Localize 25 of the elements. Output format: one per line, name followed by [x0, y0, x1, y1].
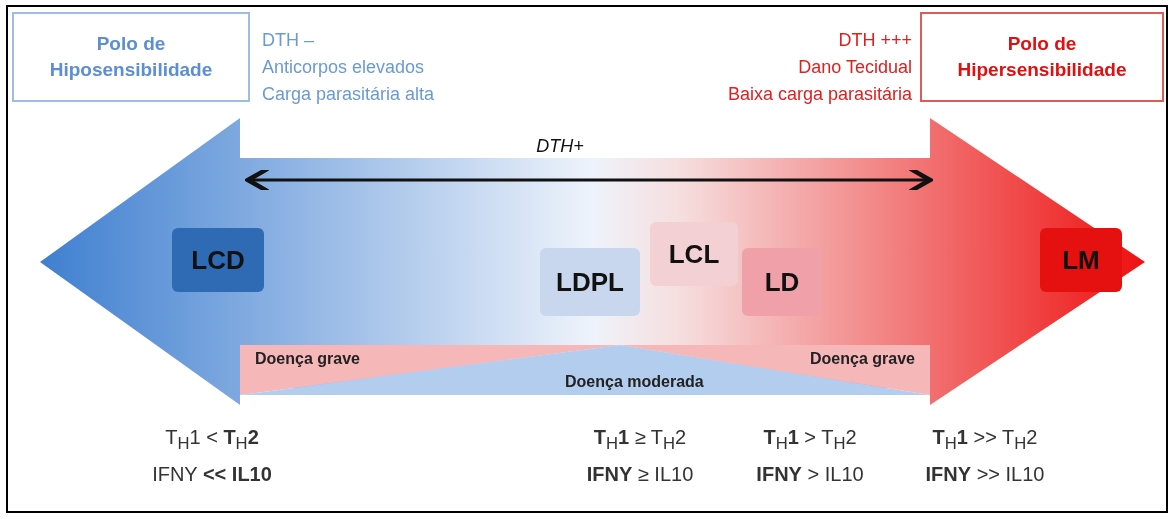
ratio-text: T$_{H}$1 > T$_{H}$2: [763, 425, 857, 455]
ratio-text: T$_{H}$1 ≥ T$_{H}$2: [593, 425, 687, 455]
severity-label: Doença grave: [810, 350, 915, 368]
pole-box: Polo de Hipersensibilidade: [920, 12, 1164, 102]
ratio-text: IFNY > IL10: [756, 462, 864, 486]
pole-box: Polo de Hiposensibilidade: [12, 12, 250, 102]
disease-box: LM: [1040, 228, 1122, 292]
note-text: Carga parasitária alta: [262, 83, 435, 106]
disease-box: LCD: [172, 228, 264, 292]
ratio-text: T$_{H}$1 >> T$_{H}$2: [932, 425, 1038, 455]
note-text: Anticorpos elevados: [262, 56, 425, 79]
axis-label: DTH+: [536, 135, 584, 158]
disease-box: LDPL: [540, 248, 640, 316]
ratio-text: T$_{H}$1 < T$_{H}$2: [165, 425, 259, 455]
note-text: DTH +++: [838, 29, 912, 52]
note-text: DTH –: [262, 29, 314, 52]
note-text: Baixa carga parasitária: [727, 83, 912, 106]
severity-label: Doença grave: [255, 350, 360, 368]
disease-box: LD: [742, 248, 822, 316]
ratio-text: IFNY << IL10: [152, 462, 272, 486]
ratio-text: IFNY ≥ IL10: [586, 462, 694, 486]
severity-label: Doença moderada: [565, 373, 704, 391]
note-text: Dano Tecidual: [798, 56, 912, 79]
ratio-text: IFNY >> IL10: [925, 462, 1045, 486]
disease-box: LCL: [650, 222, 738, 286]
